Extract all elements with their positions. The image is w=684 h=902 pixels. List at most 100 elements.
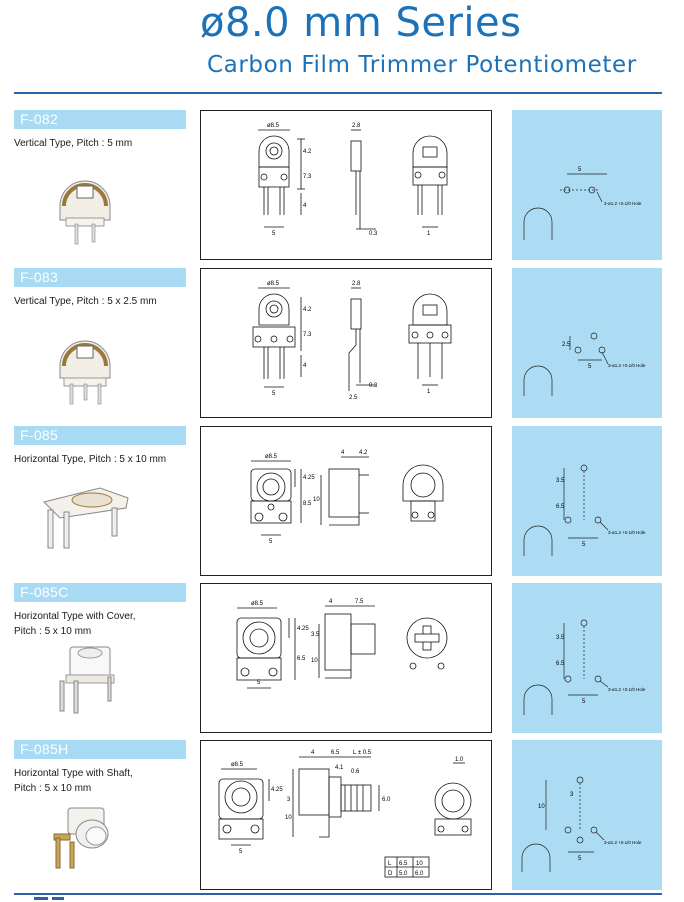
- model-label: F-085H: [14, 740, 186, 759]
- product-photo-with-shaft: [53, 807, 109, 869]
- dimension-drawing: ø8.5 4 7.5 4.25 6.5 3.5 10 5: [200, 583, 492, 733]
- svg-text:3-ø1.2 +0.1/0 Hole: 3-ø1.2 +0.1/0 Hole: [608, 363, 646, 368]
- pcb-layout: 5 3-ø1.2 +0.1/0 Hole: [512, 110, 662, 260]
- svg-text:ø8.5: ø8.5: [267, 281, 280, 287]
- svg-text:5: 5: [272, 391, 276, 397]
- svg-text:2.5: 2.5: [349, 395, 358, 401]
- dimension-drawing: ø8.5 2.8 4.2 7.3 4 5 0.3 1: [200, 110, 492, 260]
- svg-text:5: 5: [578, 856, 582, 862]
- svg-text:1: 1: [427, 231, 431, 237]
- model-description: Horizontal Type, Pitch : 5 x 10 mm: [14, 454, 167, 465]
- svg-text:ø8.5: ø8.5: [231, 762, 244, 768]
- dimension-drawing: ø8.5 4 6.5 L ± 0.5 4.1 0.6 4.25 3 10 6.0…: [200, 740, 492, 890]
- svg-text:3.5: 3.5: [556, 478, 565, 484]
- svg-text:ø8.5: ø8.5: [265, 454, 278, 460]
- product-photo-with-cover: [59, 646, 115, 714]
- svg-text:ø8.5: ø8.5: [251, 601, 264, 607]
- svg-text:3-ø1.2 +0.1/0 Hole: 3-ø1.2 +0.1/0 Hole: [604, 840, 642, 845]
- svg-text:5: 5: [578, 167, 582, 173]
- product-photo-vertical: [59, 180, 111, 245]
- model-description: Vertical Type, Pitch : 5 x 2.5 mm: [14, 296, 157, 307]
- svg-text:4.2: 4.2: [303, 307, 312, 313]
- svg-text:6.0: 6.0: [415, 871, 424, 877]
- svg-text:5: 5: [582, 542, 586, 548]
- svg-text:3-ø1.2 +0.1/0 Hole: 3-ø1.2 +0.1/0 Hole: [608, 687, 646, 692]
- svg-text:1.0: 1.0: [455, 757, 464, 763]
- model-label: F-083: [14, 268, 186, 287]
- pcb-layout: 3.5 6.5 5 3-ø1.2 +0.1/0 Hole: [512, 583, 662, 733]
- svg-text:2.8: 2.8: [352, 123, 361, 129]
- header-rule: [14, 92, 662, 94]
- model-description: Horizontal Type with Shaft, Pitch : 5 x …: [14, 768, 133, 794]
- footer-mark: [34, 897, 48, 900]
- product-row-f085h: F-085H Horizontal Type with Shaft, Pitch…: [0, 740, 684, 890]
- svg-text:2.8: 2.8: [352, 281, 361, 287]
- svg-text:10: 10: [285, 815, 292, 821]
- svg-text:7.5: 7.5: [355, 599, 364, 605]
- svg-text:3: 3: [570, 792, 574, 798]
- svg-text:10: 10: [311, 658, 318, 664]
- svg-text:6.5: 6.5: [331, 750, 340, 756]
- svg-text:4: 4: [303, 363, 307, 369]
- svg-text:5: 5: [588, 364, 592, 370]
- svg-text:4.25: 4.25: [297, 626, 309, 632]
- svg-text:D: D: [388, 871, 393, 877]
- svg-text:8.5: 8.5: [303, 501, 312, 507]
- product-row-f085: F-085 Horizontal Type, Pitch : 5 x 10 mm: [0, 426, 684, 576]
- svg-text:0.6: 0.6: [351, 769, 360, 775]
- svg-text:7.3: 7.3: [303, 174, 312, 180]
- svg-text:6.0: 6.0: [382, 797, 391, 803]
- footer-mark: [52, 897, 64, 900]
- dimension-table: [384, 856, 430, 878]
- product-row-f083: F-083 Vertical Type, Pitch : 5 x 2.5 mm: [0, 268, 684, 418]
- svg-text:L: L: [388, 861, 392, 867]
- svg-text:6.5: 6.5: [556, 504, 565, 510]
- svg-text:4: 4: [341, 450, 345, 456]
- svg-text:3-ø1.2 +0.1/0 Hole: 3-ø1.2 +0.1/0 Hole: [604, 201, 642, 206]
- product-row-f085c: F-085C Horizontal Type with Cover, Pitch…: [0, 583, 684, 733]
- svg-text:7.3: 7.3: [303, 332, 312, 338]
- svg-text:2.5: 2.5: [562, 342, 571, 348]
- svg-text:4.2: 4.2: [303, 149, 312, 155]
- svg-text:6.5: 6.5: [297, 656, 306, 662]
- svg-text:10: 10: [538, 804, 545, 810]
- product-photo-horizontal: [43, 487, 129, 549]
- svg-text:4.2: 4.2: [359, 450, 368, 456]
- model-label: F-082: [14, 110, 186, 129]
- svg-text:4.1: 4.1: [335, 765, 344, 771]
- pcb-layout: 3.5 6.5 5 3-ø1.2 +0.1/0 Hole: [512, 426, 662, 576]
- svg-text:3.5: 3.5: [311, 632, 320, 638]
- svg-text:ø8.5: ø8.5: [267, 123, 280, 129]
- svg-text:5: 5: [269, 539, 273, 545]
- svg-text:1: 1: [427, 389, 431, 395]
- svg-text:4.25: 4.25: [271, 787, 283, 793]
- model-label: F-085C: [14, 583, 186, 602]
- svg-text:5: 5: [257, 680, 261, 686]
- svg-text:3-ø1.2 +0.1/0 Hole: 3-ø1.2 +0.1/0 Hole: [608, 530, 646, 535]
- product-photo-vertical-staggered: [59, 340, 111, 405]
- svg-text:6.5: 6.5: [556, 661, 565, 667]
- svg-text:10: 10: [416, 861, 423, 867]
- svg-text:4: 4: [303, 203, 307, 209]
- footer-rule: [14, 893, 662, 895]
- page-title: ø8.0 mm Series: [200, 0, 522, 46]
- svg-text:4.25: 4.25: [303, 475, 315, 481]
- svg-text:0.3: 0.3: [369, 231, 378, 237]
- svg-text:5: 5: [239, 849, 243, 855]
- model-description: Horizontal Type with Cover, Pitch : 5 x …: [14, 611, 136, 637]
- svg-text:5: 5: [272, 231, 276, 237]
- page-subtitle: Carbon Film Trimmer Potentiometer: [207, 52, 637, 78]
- model-description: Vertical Type, Pitch : 5 mm: [14, 138, 133, 149]
- svg-text:6.5: 6.5: [399, 861, 408, 867]
- svg-text:3: 3: [287, 797, 291, 803]
- svg-text:L ± 0.5: L ± 0.5: [353, 750, 372, 756]
- svg-text:3.5: 3.5: [556, 635, 565, 641]
- svg-text:5: 5: [582, 699, 586, 705]
- svg-text:4: 4: [311, 750, 315, 756]
- product-row-f082: F-082 Vertical Type, Pitch : 5 mm: [0, 110, 684, 260]
- dimension-drawing: ø8.5 4 4.2 4.25 8.5 10 5: [200, 426, 492, 576]
- svg-text:0.3: 0.3: [369, 383, 378, 389]
- svg-text:10: 10: [313, 497, 320, 503]
- dimension-drawing: ø8.5 2.8 4.2 7.3 4 5 0.3 2.5 1: [200, 268, 492, 418]
- pcb-layout: 3 10 5 3-ø1.2 +0.1/0 Hole: [512, 740, 662, 890]
